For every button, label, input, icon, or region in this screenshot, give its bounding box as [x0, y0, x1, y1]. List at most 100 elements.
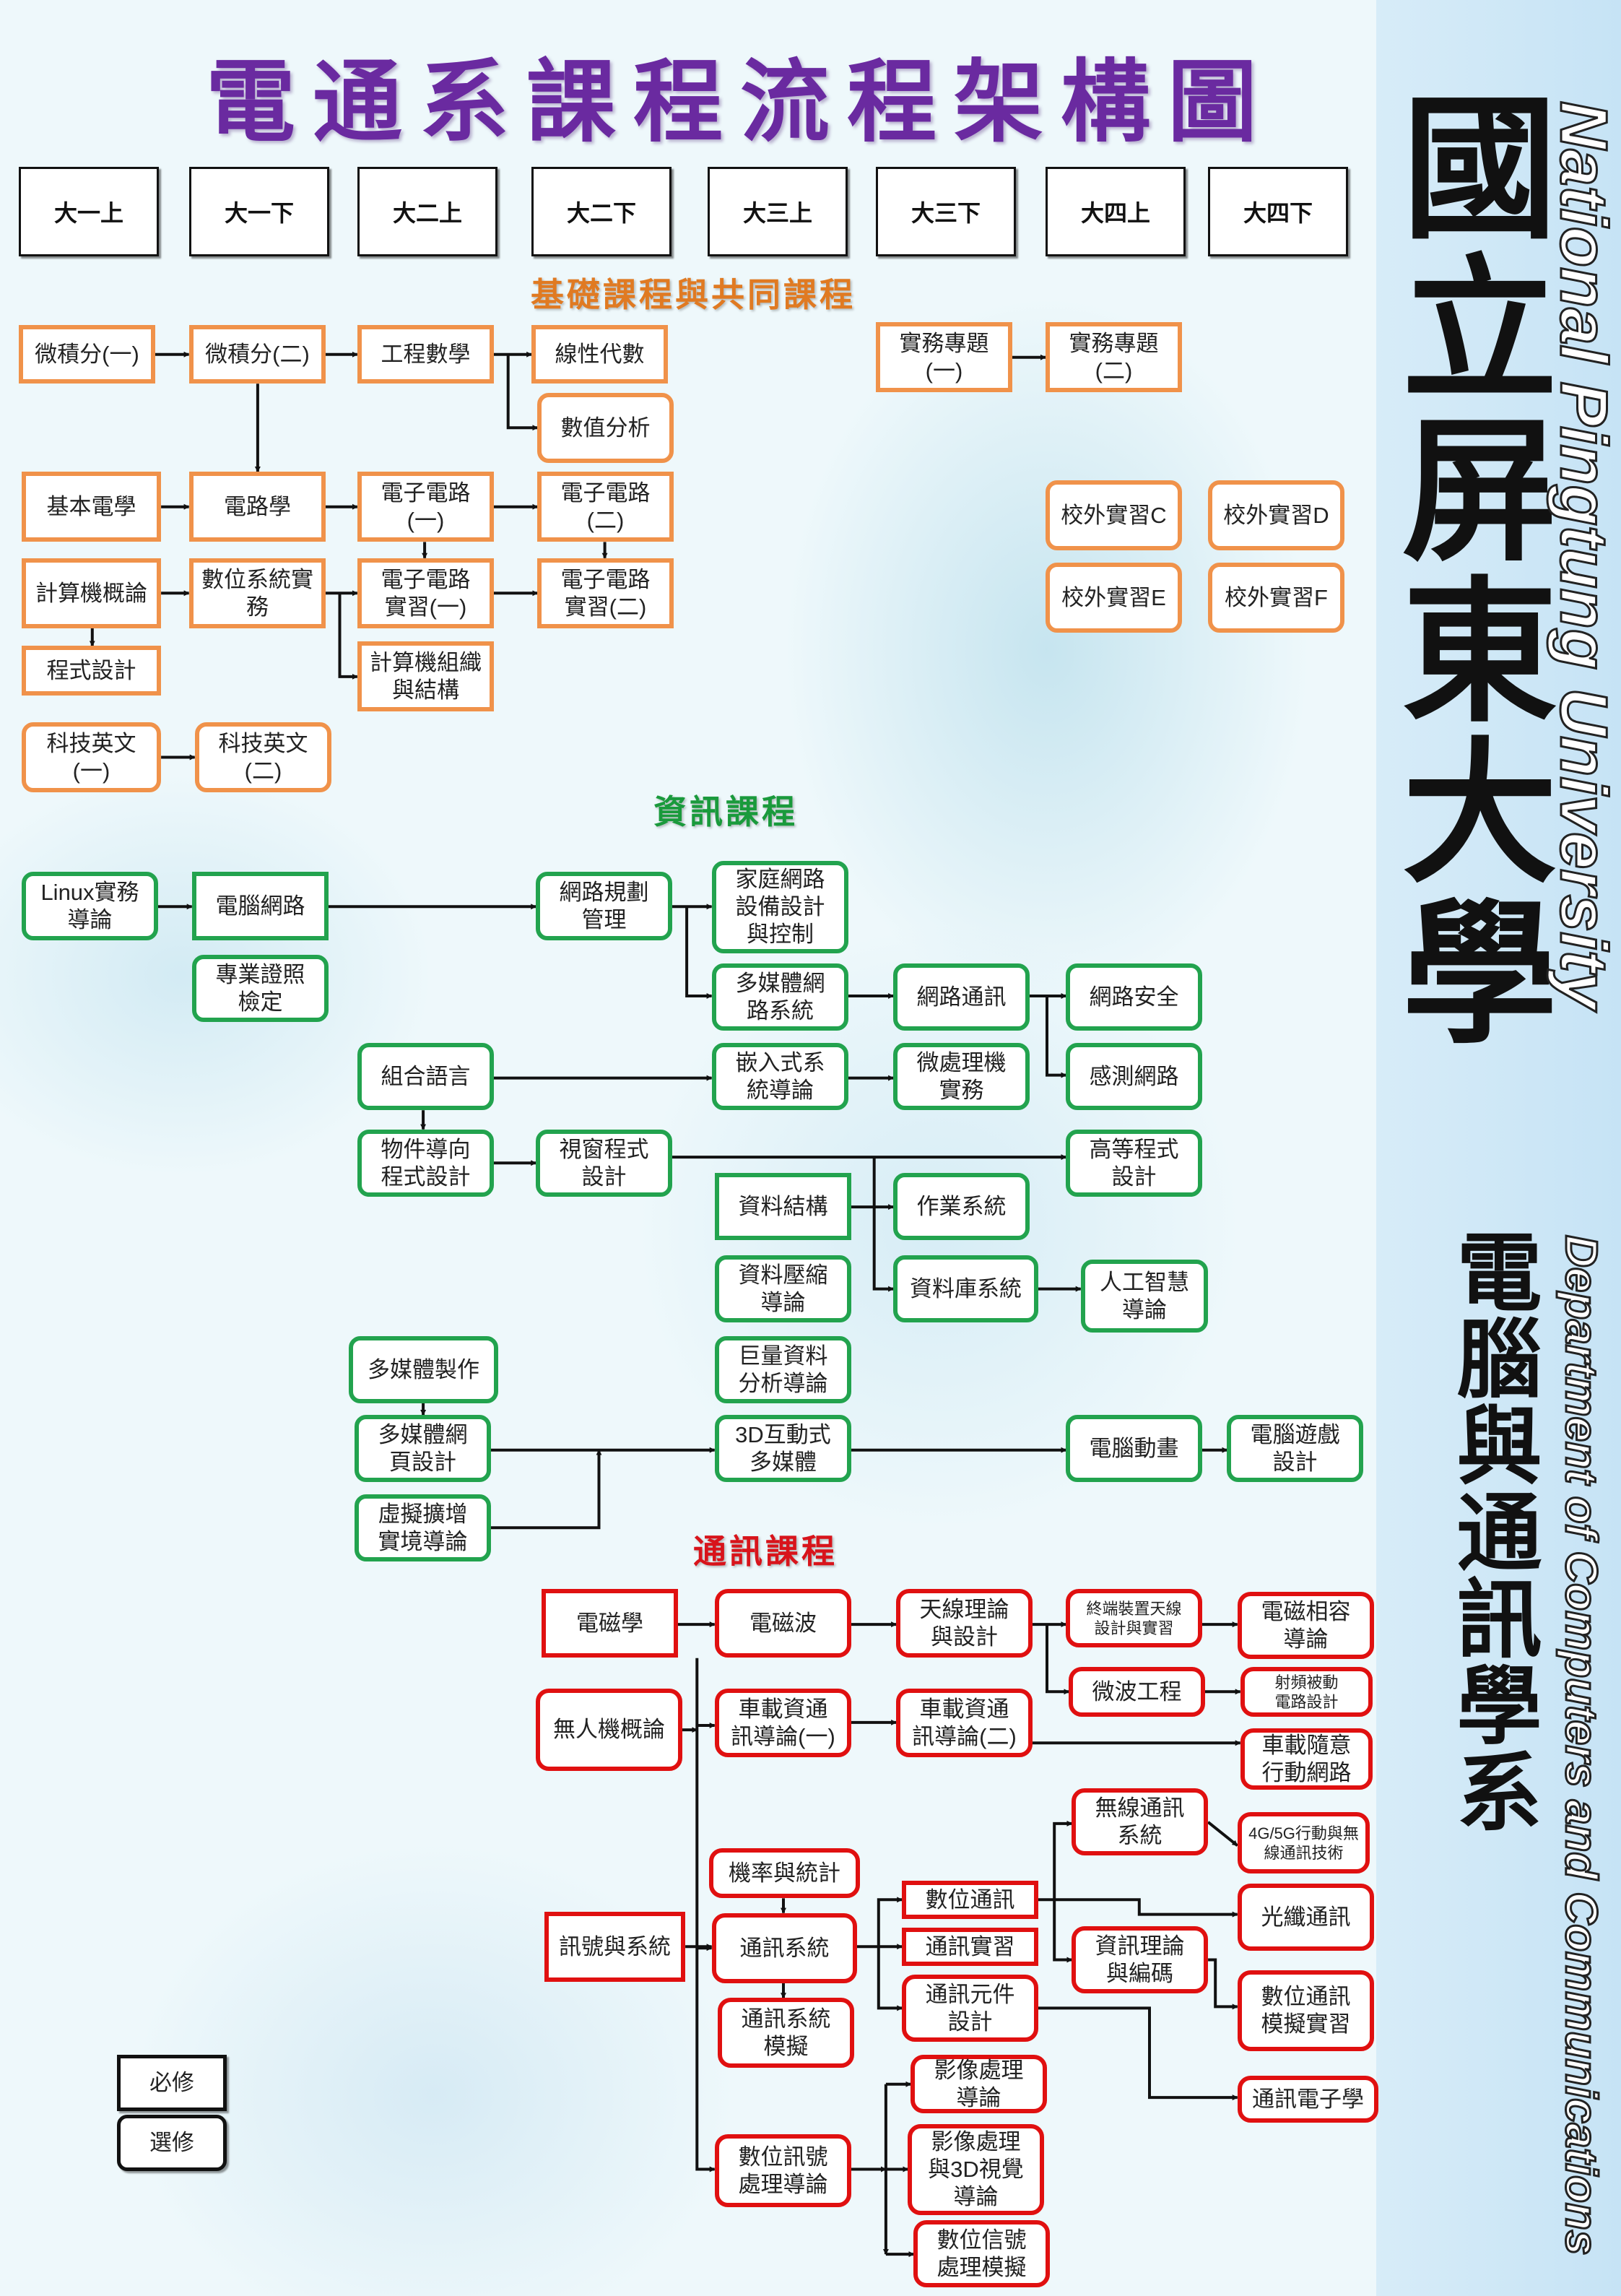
course-commelec[interactable]: 通訊電子學 — [1238, 2076, 1378, 2123]
course-ds[interactable]: 資料結構 — [715, 1173, 851, 1240]
course-numanal[interactable]: 數值分析 — [537, 393, 674, 463]
course-elec1[interactable]: 電子電路 (一) — [357, 472, 494, 542]
course-game[interactable]: 電腦遊戲 設計 — [1227, 1415, 1363, 1482]
connector-arrow — [1053, 1820, 1073, 1900]
course-commsim[interactable]: 通訊系統 模擬 — [718, 1998, 854, 2068]
course-fiber[interactable]: 光纖通訊 — [1238, 1884, 1374, 1951]
course-db[interactable]: 資料庫系統 — [893, 1255, 1038, 1322]
course-emc[interactable]: 電磁相容 導論 — [1238, 1592, 1374, 1659]
connector-arrow — [872, 1157, 895, 1292]
course-internE[interactable]: 校外實習E — [1046, 563, 1182, 633]
course-vanet[interactable]: 車載隨意 行動網路 — [1240, 1728, 1373, 1790]
sidebar-panel — [1376, 0, 1621, 2296]
university-name-zh: 國立屏東大學 — [1379, 87, 1553, 1053]
course-circuit[interactable]: 電路學 — [189, 472, 326, 542]
legend-required: 必修 — [117, 2055, 227, 2111]
course-multinet[interactable]: 多媒體網 路系統 — [712, 963, 848, 1031]
course-os[interactable]: 作業系統 — [893, 1173, 1030, 1240]
course-comporg[interactable]: 計算機組織 與結構 — [357, 641, 494, 711]
department-name-zh: 電腦與通訊學系 — [1443, 1228, 1539, 1834]
course-license[interactable]: 專業證照 檢定 — [192, 955, 329, 1022]
semester-header: 大一上 — [19, 167, 159, 256]
connector-arrow — [1046, 996, 1067, 1078]
course-signals[interactable]: 訊號與系統 — [544, 1912, 685, 1982]
course-linux[interactable]: Linux實務 導論 — [22, 872, 158, 940]
course-internC[interactable]: 校外實習C — [1046, 480, 1182, 550]
course-wireless[interactable]: 無線通訊 系統 — [1072, 1788, 1208, 1855]
course-advprog[interactable]: 高等程式 設計 — [1066, 1130, 1202, 1197]
course-proj2[interactable]: 實務專題 (二) — [1046, 322, 1182, 392]
course-sensor[interactable]: 感測網路 — [1066, 1043, 1202, 1110]
course-netcomm[interactable]: 網路通訊 — [893, 963, 1030, 1031]
course-elab1[interactable]: 電子電路 實習(一) — [357, 558, 494, 628]
course-vr[interactable]: 虛擬擴增 實境導論 — [355, 1494, 491, 1561]
course-intro[interactable]: 計算機概論 — [22, 558, 161, 628]
course-prog[interactable]: 程式設計 — [22, 646, 161, 696]
course-mmprod[interactable]: 多媒體製作 — [349, 1336, 498, 1403]
course-calc2[interactable]: 微積分(二) — [189, 325, 326, 384]
section-title-info: 資訊課程 — [653, 793, 798, 831]
course-digcommlab[interactable]: 數位通訊 模擬實習 — [1238, 1970, 1374, 2051]
course-dsp[interactable]: 數位訊號 處理導論 — [715, 2134, 851, 2207]
semester-header: 大四下 — [1208, 167, 1348, 256]
course-homenet[interactable]: 家庭網路 設備設計 與控制 — [712, 861, 848, 953]
course-embedded[interactable]: 嵌入式系 統導論 — [712, 1043, 848, 1110]
course-asm[interactable]: 組合語言 — [357, 1043, 494, 1110]
course-car1[interactable]: 車載資通 訊導論(一) — [715, 1689, 851, 1757]
course-commlab[interactable]: 通訊實習 — [902, 1928, 1038, 1966]
course-internD[interactable]: 校外實習D — [1208, 480, 1344, 550]
course-mmweb[interactable]: 多媒體網 頁設計 — [355, 1415, 491, 1482]
course-dsplab[interactable]: 數位信號 處理模擬 — [913, 2220, 1050, 2287]
course-antenna[interactable]: 天線理論 與設計 — [896, 1589, 1033, 1658]
connector-arrow — [506, 354, 539, 431]
course-internF[interactable]: 校外實習F — [1208, 563, 1344, 633]
course-car2[interactable]: 車載資通 訊導論(二) — [896, 1689, 1033, 1757]
course-commsys[interactable]: 通訊系統 — [712, 1913, 857, 1983]
course-network[interactable]: 電腦網路 — [192, 872, 329, 940]
course-bigdata[interactable]: 巨量資料 分析導論 — [715, 1336, 851, 1403]
course-uav[interactable]: 無人機概論 — [536, 1689, 682, 1771]
course-linalg[interactable]: 線性代數 — [531, 325, 668, 384]
course-winprog[interactable]: 視窗程式 設計 — [536, 1130, 672, 1197]
connector-arrow — [1053, 1899, 1073, 1963]
course-basicee[interactable]: 基本電學 — [22, 472, 161, 542]
course-anim[interactable]: 電腦動畫 — [1066, 1415, 1202, 1482]
course-imgproc[interactable]: 影像處理 導論 — [911, 2055, 1047, 2113]
course-proj1[interactable]: 實務專題 (一) — [876, 322, 1012, 392]
course-emwave[interactable]: 電磁波 — [715, 1589, 851, 1658]
semester-header: 大三下 — [876, 167, 1016, 256]
course-engmath[interactable]: 工程數學 — [357, 325, 494, 384]
page-title: 電通系課程流程架構圖 — [205, 53, 1274, 152]
course-micro[interactable]: 微處理機 實務 — [893, 1043, 1030, 1110]
course-elab2[interactable]: 電子電路 實習(二) — [537, 558, 674, 628]
course-interactive3d[interactable]: 3D互動式 多媒體 — [715, 1415, 851, 1482]
connector-arrow — [877, 1946, 903, 2011]
course-eng1[interactable]: 科技英文 (一) — [22, 722, 161, 792]
course-ai[interactable]: 人工智慧 導論 — [1081, 1260, 1208, 1333]
course-img3d[interactable]: 影像處理 與3D視覺 導論 — [908, 2124, 1044, 2215]
course-rf[interactable]: 射頻被動 電路設計 — [1240, 1667, 1373, 1717]
connector-arrow — [1207, 1821, 1238, 1847]
course-calc1[interactable]: 微積分(一) — [19, 325, 155, 384]
course-netplan[interactable]: 網路規劃 管理 — [536, 872, 672, 940]
connector-arrow — [490, 1449, 602, 1530]
course-digcomm[interactable]: 數位通訊 — [902, 1881, 1038, 1919]
connector-arrow — [877, 1897, 903, 1947]
course-eng2[interactable]: 科技英文 (二) — [195, 722, 331, 792]
course-digsys[interactable]: 數位系統實 務 — [189, 558, 326, 628]
connector-arrow — [1046, 1624, 1070, 1695]
semester-header: 大二下 — [531, 167, 672, 256]
semester-header: 大一下 — [189, 167, 329, 256]
course-oop[interactable]: 物件導向 程式設計 — [357, 1130, 494, 1197]
course-infotheory[interactable]: 資訊理論 與編碼 — [1072, 1926, 1208, 1993]
course-prob[interactable]: 機率與統計 — [709, 1848, 860, 1898]
course-microwave[interactable]: 微波工程 — [1069, 1667, 1205, 1717]
course-compress[interactable]: 資料壓縮 導論 — [715, 1255, 851, 1322]
course-termant[interactable]: 終端裝置天線 設計與實習 — [1066, 1589, 1202, 1647]
course-netsec[interactable]: 網路安全 — [1066, 963, 1202, 1031]
course-commcomp[interactable]: 通訊元件 設計 — [902, 1975, 1038, 2042]
course-elec2[interactable]: 電子電路 (二) — [537, 472, 674, 542]
connector-arrow — [685, 906, 713, 999]
course-g45[interactable]: 4G/5G行動與無 線通訊技術 — [1238, 1812, 1370, 1873]
course-em[interactable]: 電磁學 — [542, 1589, 678, 1658]
